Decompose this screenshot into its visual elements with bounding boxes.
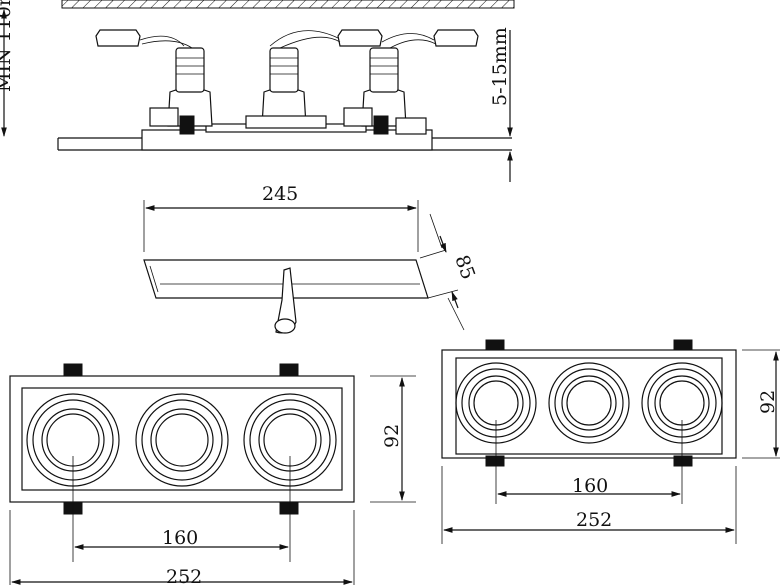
left-clip-top-1 — [63, 363, 83, 377]
right-clip-top-1 — [485, 339, 505, 351]
right-lamp-2 — [548, 362, 630, 444]
plan-view-left: 92 160 252 — [9, 363, 416, 585]
right-clip-top-2 — [673, 339, 693, 351]
plan-view-right: 92 160 252 — [441, 339, 780, 544]
ceiling-hatch — [61, 0, 515, 9]
left-outer-frame — [9, 375, 355, 503]
left-inner-frame — [21, 387, 343, 491]
right-clip-bottom-2 — [673, 455, 693, 467]
right-spacing-label: 160 — [572, 475, 608, 497]
left-clip-bottom-2 — [279, 501, 299, 515]
lamp-module-left — [149, 47, 213, 135]
left-height-label: 92 — [381, 424, 403, 448]
bracket-width-label: 245 — [262, 183, 298, 205]
right-clip-bottom-1 — [485, 455, 505, 467]
side-section-view: MIN 110mm 5-15mm — [0, 0, 515, 182]
left-spacing-label: 160 — [162, 527, 198, 549]
right-outer-frame — [441, 349, 737, 459]
left-lamp-2 — [135, 393, 229, 487]
lamp-module-right — [343, 47, 427, 135]
lamp-module-center — [245, 47, 327, 129]
depth-label: 5-15mm — [489, 27, 511, 106]
right-height-label: 92 — [757, 390, 779, 414]
height-label: MIN 110mm — [0, 0, 15, 92]
left-length-label: 252 — [166, 566, 202, 585]
terminal-blocks — [95, 29, 479, 49]
bracket-angle-label: 85 — [450, 252, 479, 282]
bracket-view: 245 85 — [143, 183, 479, 334]
right-length-label: 252 — [576, 509, 612, 531]
left-clip-top-2 — [279, 363, 299, 377]
